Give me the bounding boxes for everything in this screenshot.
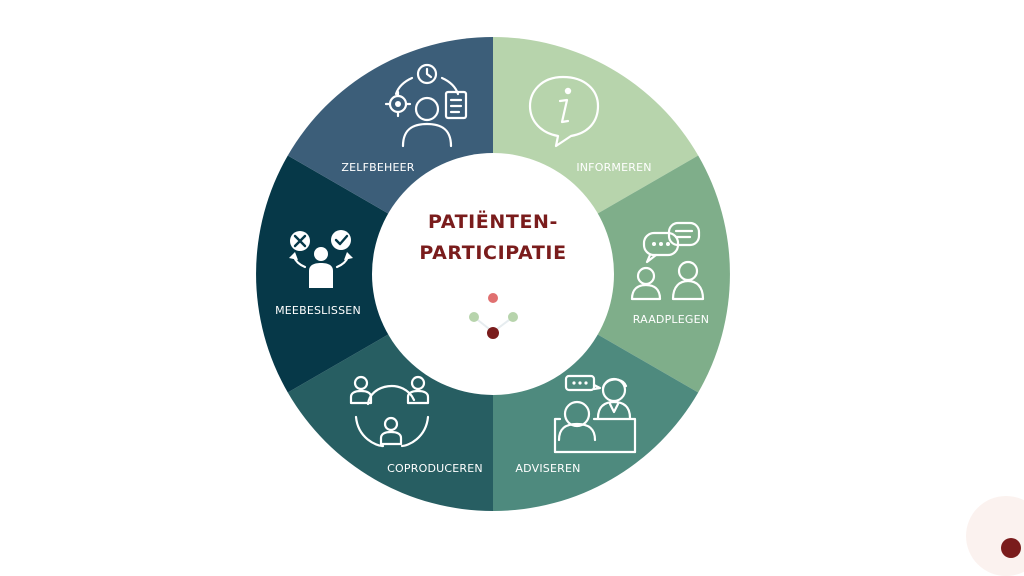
- self-management-icon: [384, 63, 468, 148]
- dots-decoration: [469, 293, 518, 339]
- info-speech-bubble-icon: [528, 75, 600, 148]
- dot-right: [508, 312, 518, 322]
- dot-bottom: [487, 327, 499, 339]
- label-adviseren: ADVISEREN: [515, 462, 580, 475]
- dot-top: [488, 293, 498, 303]
- two-people-chat-icon: [630, 221, 705, 301]
- label-coproduceren: COPRODUCEREN: [387, 462, 483, 475]
- center-title-line1: PATIËNTEN-: [428, 209, 558, 233]
- label-informeren: INFORMEREN: [576, 161, 651, 174]
- participation-wheel: PATIËNTEN- PARTICIPATIE INFORMEREN RAADP…: [256, 37, 730, 511]
- label-zelfbeheer: ZELFBEHEER: [341, 161, 414, 174]
- label-raadplegen: RAADPLEGEN: [633, 313, 709, 326]
- center-title-line2: PARTICIPATIE: [419, 242, 566, 264]
- center-circle: [372, 153, 614, 395]
- label-meebeslissen: MEEBESLISSEN: [275, 304, 361, 317]
- decision-person-icon: [289, 230, 353, 288]
- dot-left: [469, 312, 479, 322]
- advisor-meeting-icon: [553, 374, 637, 454]
- info-icon[interactable]: [1001, 538, 1021, 558]
- team-network-icon: [349, 375, 430, 448]
